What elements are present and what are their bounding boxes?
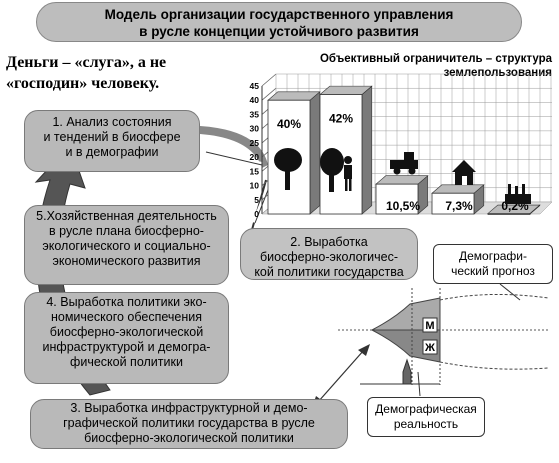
- forecast-curve-upper: [439, 293, 549, 301]
- callout-line: Демографическая: [375, 402, 477, 416]
- y-tick-label: 25: [250, 138, 260, 148]
- step-text: экономического развития: [52, 254, 201, 268]
- tree-person-icon: [320, 148, 352, 192]
- female-label: Ж: [424, 342, 435, 354]
- step-text: и в демографии: [65, 145, 159, 159]
- step-text: и тендений в биосфере: [43, 130, 181, 144]
- motto-line: Деньги – «слуга», а не: [6, 54, 167, 71]
- bar: [375, 183, 419, 215]
- step-text: графической политики государства в русле: [63, 416, 315, 430]
- chart-title: Объективный ограничитель – структура зем…: [282, 52, 552, 80]
- male-label-box: [422, 317, 438, 333]
- y-tick-label: 10: [250, 181, 260, 191]
- bar-value-label: 7,3%: [445, 199, 473, 213]
- bar-value-label: 10,5%: [386, 199, 420, 213]
- chart-title-line: Объективный ограничитель – структура: [319, 53, 552, 65]
- title-line: Модель организации государственного упра…: [104, 7, 454, 22]
- step-text: фической политики: [70, 355, 183, 369]
- step-text: в русле плана биосферно-: [49, 224, 204, 238]
- step-text: 5.Хозяйственная деятельность: [36, 209, 217, 223]
- y-tick-label: 35: [250, 109, 260, 119]
- step-text: кой политики государства: [254, 265, 404, 279]
- callout-line: ческий прогноз: [451, 264, 535, 278]
- step-text: инфраструктурой и демогра-: [42, 340, 211, 354]
- demographic-forecast-callout: Демографи- ческий прогноз: [433, 244, 553, 284]
- step-text: 1. Анализ состояния: [52, 115, 172, 129]
- forecast-curve-lower: [439, 361, 549, 370]
- step-text: 4. Выработка политики эко-: [46, 295, 207, 309]
- step-text: биосферно-экологической: [49, 325, 204, 339]
- step-4-economic-policy: 4. Выработка политики эко- номического о…: [24, 292, 229, 384]
- bar: [431, 192, 475, 215]
- grid-line: [261, 87, 277, 101]
- house-icon: [452, 160, 476, 185]
- demographic-reality-callout: Демографическая реальность: [367, 397, 485, 437]
- male-label: М: [425, 320, 434, 332]
- step-text: 3. Выработка инфраструктурной и демо-: [70, 401, 308, 415]
- step-1-analysis: 1. Анализ состояния и тендений в биосфер…: [24, 110, 200, 172]
- bar-value-label: 40%: [277, 117, 301, 131]
- factory-icon: [505, 184, 531, 204]
- step-3-infrastructure-policy: 3. Выработка инфраструктурной и демо- гр…: [30, 399, 348, 449]
- step-text: экологического и социально-: [42, 239, 211, 253]
- y-tick-label: 0: [254, 209, 259, 219]
- y-tick-label: 5: [254, 195, 259, 205]
- title-line: в русле концепции устойчивого развития: [139, 24, 419, 39]
- y-tick-label: 45: [250, 81, 260, 91]
- step-text: биосферно-экологической политики: [84, 431, 294, 445]
- step-2-ecological-policy: 2. Выработка биосферно-экологичес- кой п…: [240, 228, 418, 280]
- step-5-economic-activity: 5.Хозяйственная деятельность в русле пла…: [24, 205, 229, 285]
- callout-line: реальность: [393, 417, 459, 431]
- step-text: биосферно-экологичес-: [259, 250, 399, 264]
- y-tick-label: 15: [250, 166, 260, 176]
- chart-title-line: землепользования: [443, 67, 552, 79]
- step-text: номического обеспечения: [50, 310, 202, 324]
- y-tick-label: 20: [250, 152, 260, 162]
- grid-line: [261, 73, 277, 87]
- bar: [487, 213, 531, 215]
- harvester-icon: [390, 152, 418, 175]
- callout-line: Демографи-: [458, 249, 528, 263]
- motto-line: «господин» человеку.: [6, 75, 160, 92]
- bar-value-label: 42%: [329, 112, 353, 126]
- page-title: Модель организации государственного упра…: [36, 2, 522, 42]
- tree-icon: [274, 148, 302, 190]
- y-tick-label: 40: [250, 95, 260, 105]
- female-label-box: [422, 339, 438, 355]
- motto-text: Деньги – «слуга», а не «господин» челове…: [6, 52, 236, 94]
- y-tick-label: 30: [250, 124, 260, 134]
- step-text: 2. Выработка: [290, 235, 368, 249]
